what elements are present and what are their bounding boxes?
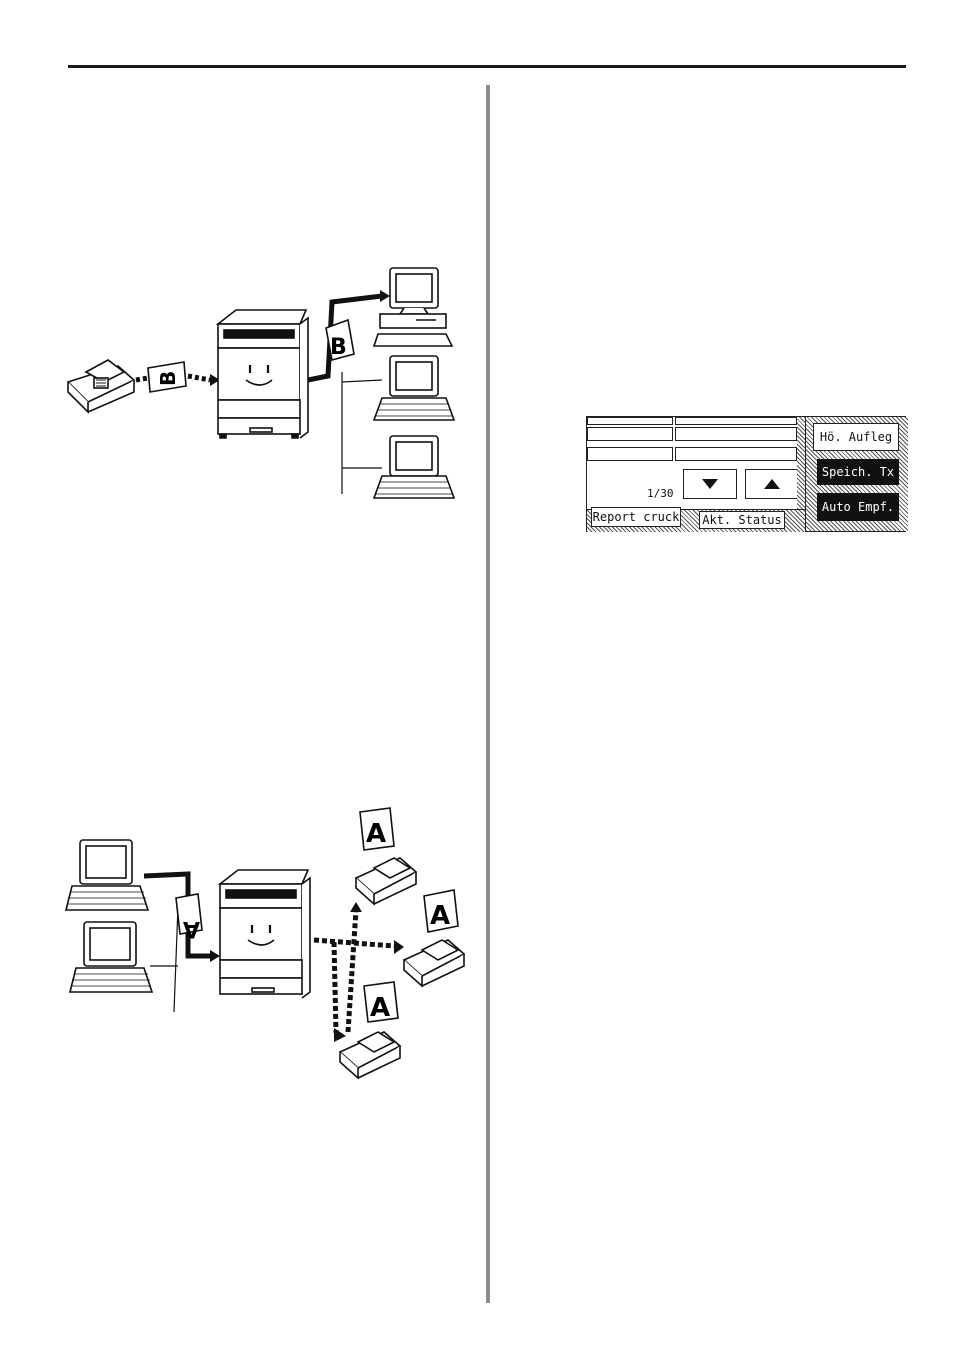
document-letter-b-output: B — [330, 335, 347, 360]
desktop-computer-icon — [372, 267, 454, 347]
document-letter-a-right: A — [430, 901, 450, 931]
header-rule — [68, 65, 906, 68]
list-row[interactable] — [587, 447, 673, 461]
tab-current-status[interactable]: Akt. Status — [699, 511, 785, 529]
document-letter-a-bottom: A — [370, 993, 390, 1023]
list-row[interactable] — [675, 447, 797, 461]
laptop-computer-icon — [64, 839, 150, 911]
document-b-sheet — [147, 361, 187, 393]
list-row[interactable] — [587, 417, 673, 425]
laptop-computer-icon — [68, 921, 154, 993]
laptop-computer-icon — [372, 355, 456, 421]
document-letter-a-input: A — [183, 916, 200, 941]
scroll-down-button[interactable] — [683, 469, 737, 499]
receiving-fax-machine-icon — [402, 889, 466, 988]
list-row[interactable] — [675, 417, 797, 425]
laptop-computer-icon — [372, 435, 456, 499]
multifunction-printer-icon — [217, 869, 311, 999]
tab-report-print[interactable]: Report cruck — [591, 507, 681, 527]
scroll-up-button[interactable] — [745, 469, 799, 499]
document-letter-b: B — [156, 371, 180, 386]
figure-computers-to-fax-broadcast: A A A A — [64, 807, 466, 1080]
column-divider — [486, 85, 490, 1303]
on-hook-button[interactable]: Hö. Aufleg — [813, 423, 899, 451]
multifunction-printer-icon — [215, 309, 309, 439]
down-triangle-icon — [702, 479, 718, 489]
sending-fax-machine-icon — [66, 359, 136, 414]
auto-receive-button[interactable]: Auto Empf. — [817, 493, 899, 521]
fax-control-panel-display: 1/30 Report cruck Akt. Status Hö. Aufleg… — [586, 416, 908, 532]
receiving-fax-machine-icon — [354, 807, 418, 906]
figure-fax-to-network-computers: B B — [66, 267, 456, 499]
list-row[interactable] — [587, 427, 673, 441]
list-row[interactable] — [675, 427, 797, 441]
document-letter-a-top: A — [366, 819, 386, 849]
up-triangle-icon — [764, 479, 780, 489]
page-indicator: 1/30 — [647, 487, 674, 500]
panel-divider — [797, 417, 805, 517]
memory-transmission-button[interactable]: Speich. Tx — [817, 459, 899, 485]
receiving-fax-machine-icon — [338, 981, 402, 1080]
